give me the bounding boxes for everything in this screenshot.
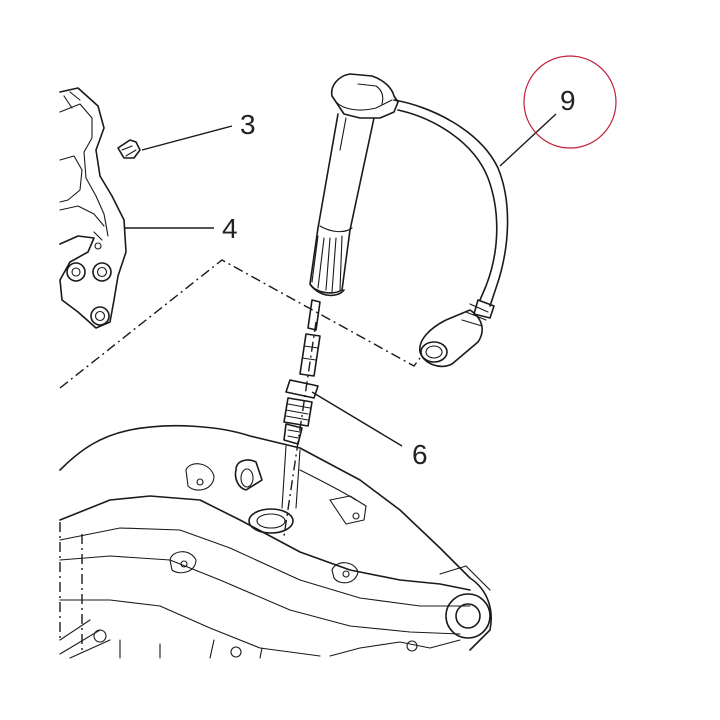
- callout-9: 9: [560, 85, 576, 116]
- leader-3: [141, 125, 233, 151]
- callout-6: 6: [412, 439, 428, 470]
- bracket-part-4: [59, 87, 127, 329]
- ht-lead-part-9: [393, 99, 509, 368]
- leader-6: [311, 391, 403, 447]
- alignment-lines: [59, 259, 421, 652]
- leader-lines: [124, 113, 557, 447]
- callout-4: 4: [222, 213, 238, 244]
- spark-plug-part-6: [283, 299, 321, 445]
- leader-9: [499, 113, 557, 167]
- cylinder-head: [59, 424, 492, 659]
- bolt-part-3: [117, 139, 141, 159]
- ignition-coil: [309, 73, 399, 297]
- callout-3: 3: [240, 109, 256, 140]
- highlight-circle: [523, 55, 617, 149]
